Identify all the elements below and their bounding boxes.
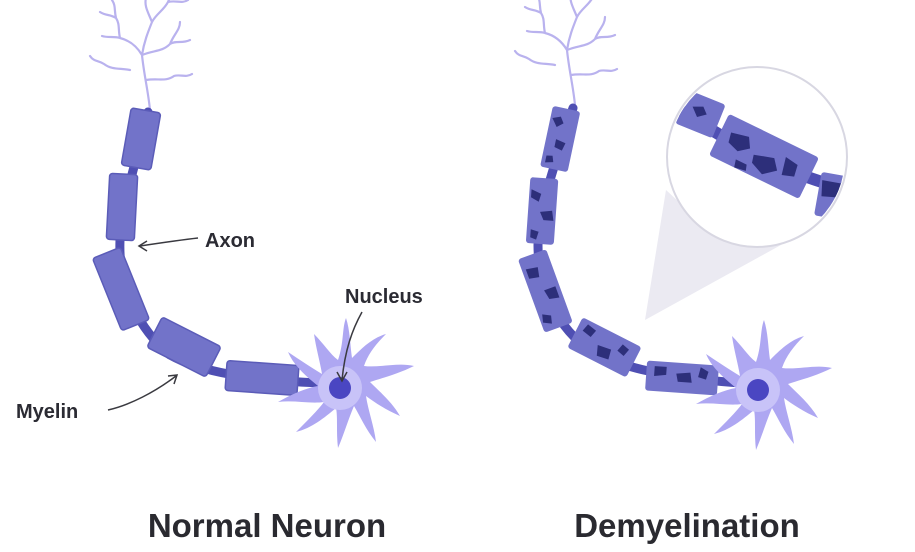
demyelinated-dendrites: [513, 0, 619, 107]
myelin-segment: [224, 359, 300, 397]
myelin-segment: [120, 107, 162, 171]
demyelinated-nucleus: [747, 379, 769, 401]
damaged-myelin-segment: [568, 318, 641, 377]
nucleus-arrow-icon: [336, 311, 363, 383]
normal-neuron-title: Normal Neuron: [148, 507, 386, 544]
axon-arrow-icon: [137, 237, 199, 252]
normal-neuron: Axon Nucleus Myelin Normal Neuron: [16, 0, 423, 544]
normal-myelin-sheath: [92, 107, 300, 397]
demyelination-title: Demyelination: [574, 507, 800, 544]
myelin-segment: [92, 247, 150, 331]
nucleus-label: Nucleus: [345, 286, 423, 308]
damaged-myelin-segment: [540, 106, 580, 172]
demyelinated-cell-body: [696, 320, 832, 450]
myelin-label: Myelin: [16, 401, 78, 423]
myelin-arrow-icon: [107, 374, 179, 411]
axon-label: Axon: [205, 230, 255, 252]
myelin-segment: [147, 317, 221, 377]
magnifier-circle-icon: [666, 66, 848, 248]
normal-cell-body: [278, 318, 414, 448]
myelin-segment: [105, 172, 139, 242]
normal-dendrites: [88, 0, 194, 112]
normal-nucleus: [329, 377, 351, 399]
demyelinated-neuron: Demyelination: [513, 0, 848, 544]
damaged-myelin-sheath: [518, 106, 719, 396]
zoom-cone: [645, 190, 720, 320]
